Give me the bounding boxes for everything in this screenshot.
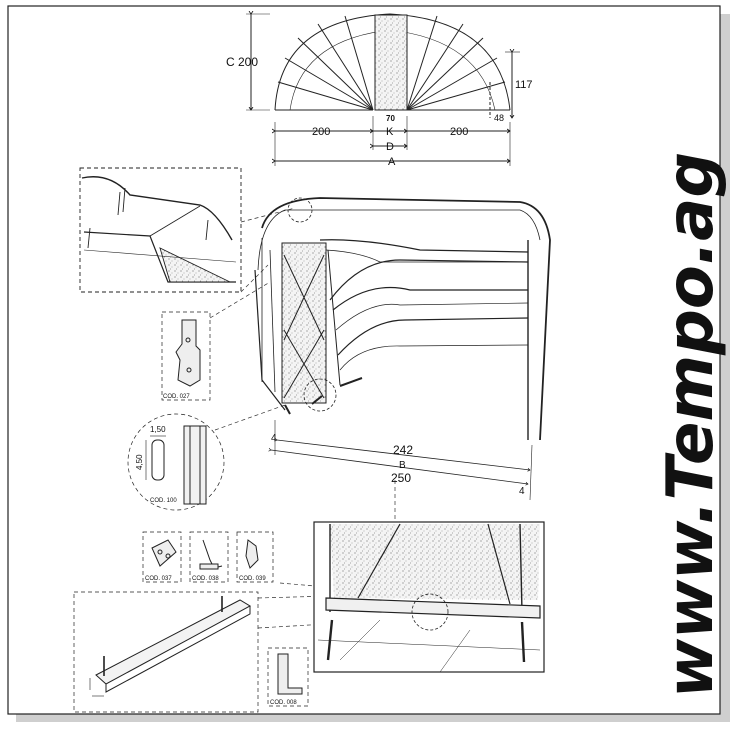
cod-027-label: COD. 027: [163, 394, 190, 400]
dim-a-label: A: [388, 156, 396, 168]
part-cod-027: [161, 311, 211, 401]
part-cod-037: [142, 531, 182, 583]
fan-center-panel: [374, 14, 408, 111]
dim-250-label: 250: [391, 471, 411, 485]
fan-outline: [274, 13, 511, 111]
detail-roof-corner: [79, 167, 242, 293]
garage-floor-panel: [281, 242, 327, 404]
dim-450-label: 4,50: [135, 454, 144, 470]
dim-150-label: 1,50: [150, 425, 166, 434]
dim-4-right-label: 4: [519, 486, 525, 497]
detail-base-bar: [73, 591, 259, 713]
dim-242-label: 242: [393, 443, 413, 457]
cod-038-label: COD. 038: [192, 576, 219, 582]
cod-008-label: COD. 008: [270, 700, 297, 706]
cod-039-label: COD. 039: [239, 576, 266, 582]
dim-right-200-label: 200: [450, 126, 468, 138]
dim-c-label: C 200: [226, 55, 258, 69]
dim-117-label: 117: [515, 79, 533, 91]
part-cod-038: [189, 531, 229, 583]
dim-k-label: K: [386, 126, 394, 138]
dim-left-200-label: 200: [312, 126, 330, 138]
top-view: [246, 14, 520, 166]
dim-48-label: 48: [494, 113, 504, 123]
dim-4-left-label: 4: [271, 433, 277, 444]
cod-037-label: COD. 037: [145, 576, 172, 582]
part-cod-008: [267, 647, 309, 707]
part-cod-039: [236, 531, 274, 583]
garage-main-view: [254, 197, 551, 501]
dim-70-label: 70: [386, 114, 395, 123]
dim-d-label: D: [386, 141, 394, 153]
watermark: www.Tempo.ag: [654, 152, 728, 698]
detail-floor-anchor: [313, 521, 545, 673]
cod-100-label: COD. 100: [150, 498, 177, 504]
dim-b-label: B: [399, 460, 406, 471]
part-cod-100: [127, 413, 225, 511]
watermark-text: www.Tempo.ag: [654, 152, 728, 698]
